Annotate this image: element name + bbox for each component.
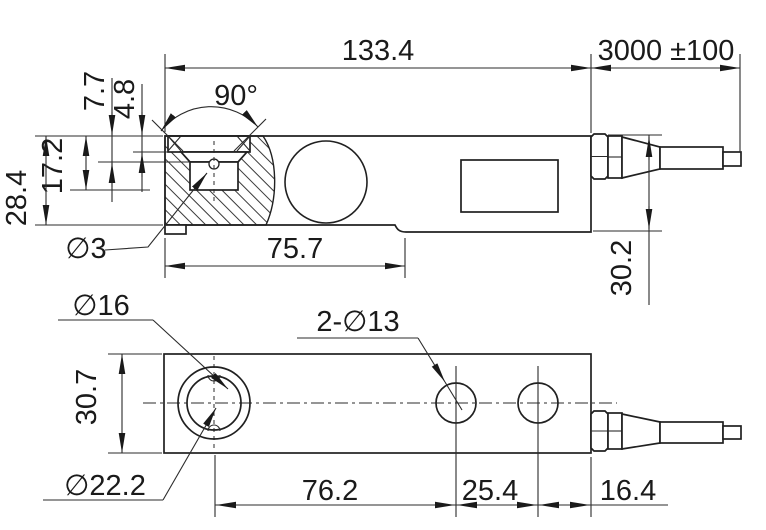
side-view: 133.4 3000 ±100 90° 7.7 4 — [1, 35, 742, 305]
dim-dia16: ∅16 — [72, 290, 130, 322]
dim-133-4: 133.4 — [342, 35, 415, 67]
chamfer-x-right — [236, 135, 251, 152]
bottom-step-notch — [164, 224, 187, 235]
dim-25-4: 25.4 — [462, 475, 518, 507]
dim-16-4: 16.4 — [600, 475, 656, 507]
plan-body-outline — [163, 353, 592, 454]
counterbore-circle — [177, 366, 251, 440]
leader-bore: ∅16 — [58, 290, 229, 390]
load-cell-body-outline — [164, 135, 592, 233]
cable-gland-plan — [590, 410, 742, 452]
dim-2xdia13: 2-∅13 — [316, 306, 399, 338]
dimension-overall-length: 133.4 — [164, 35, 592, 133]
dim-30-2: 30.2 — [606, 240, 638, 296]
dim-dia22-2: ∅22.2 — [64, 470, 146, 502]
dim-76-2: 76.2 — [302, 475, 358, 507]
dim-7-7: 7.7 — [79, 71, 111, 111]
dimension-pocket-depth: 17.2 — [37, 136, 150, 194]
name-plate — [460, 159, 559, 213]
dim-28-4: 28.4 — [1, 170, 33, 226]
dimension-cable-length: 3000 ±100 — [591, 35, 741, 152]
dimension-body-width: 30.7 — [71, 353, 162, 454]
dimension-depth-b: 4.8 — [109, 79, 168, 192]
cable-exit — [722, 151, 742, 167]
dim-dia3: ∅3 — [65, 233, 106, 265]
dimension-connector-height: 30.2 — [593, 134, 662, 305]
dim-30-7: 30.7 — [71, 369, 103, 425]
dimension-depth-a: 7.7 — [79, 71, 190, 202]
dimension-cone-angle: 90° — [151, 80, 267, 152]
dimension-body-height: 28.4 — [1, 135, 163, 226]
dimension-mount-length: 75.7 — [164, 233, 406, 278]
dim-75-7: 75.7 — [267, 233, 323, 265]
dim-90deg: 90° — [214, 80, 258, 112]
leader-small-hole: ∅3 — [65, 172, 208, 265]
plan-view: ∅16 ∅22.2 2-∅13 30.7 — [43, 290, 742, 517]
dim-3000: 3000 ±100 — [598, 35, 735, 67]
cable-gland-side — [590, 133, 742, 180]
dimension-hole-chain: 76.2 25.4 16.4 — [214, 455, 668, 517]
leader-thru-holes: 2-∅13 — [297, 306, 463, 411]
leader-counterbore: ∅22.2 — [43, 407, 217, 502]
dim-4-8: 4.8 — [109, 79, 141, 119]
loading-hole-circle — [284, 140, 368, 224]
dim-17-2: 17.2 — [37, 138, 69, 194]
